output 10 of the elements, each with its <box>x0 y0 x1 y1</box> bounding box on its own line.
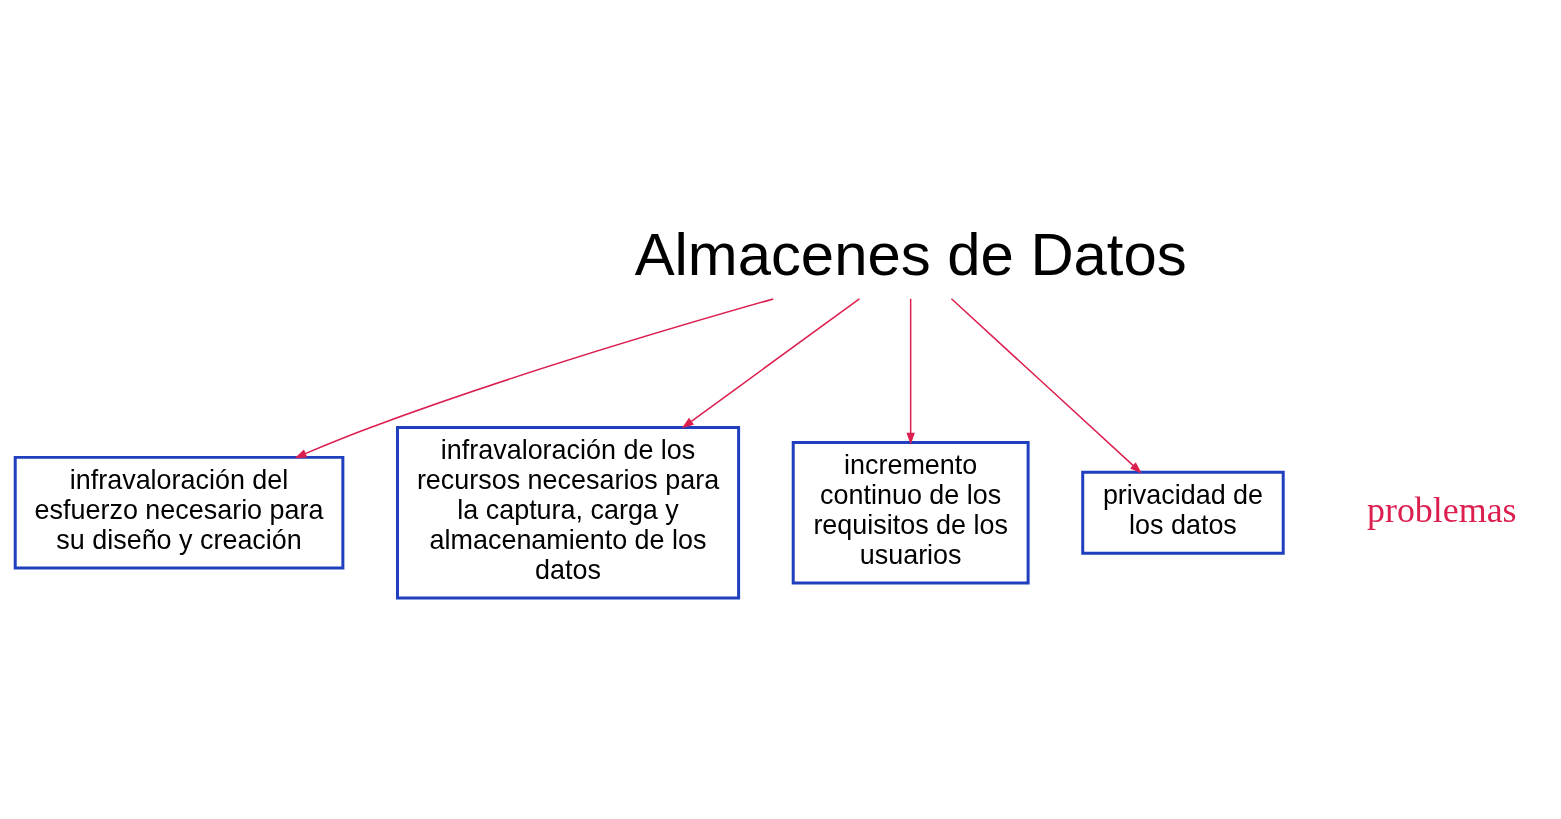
node-box: infravaloración de los recursos necesarios para la captura, carga y almacenamiento de los datos <box>396 425 741 600</box>
arrow <box>950 298 1142 474</box>
label: problemas <box>1367 490 1517 531</box>
arrow <box>906 298 915 445</box>
node-box: privacidad de los datos <box>1081 470 1285 555</box>
node-box: incremento continuo de los requisitos de los usuarios <box>791 440 1030 585</box>
arrow <box>294 298 774 459</box>
node-text: Almacenes de Datos <box>634 220 1187 288</box>
arrow <box>681 298 861 429</box>
node-box: infravaloración del esfuerzo necesario para su diseño y creación <box>13 455 345 570</box>
